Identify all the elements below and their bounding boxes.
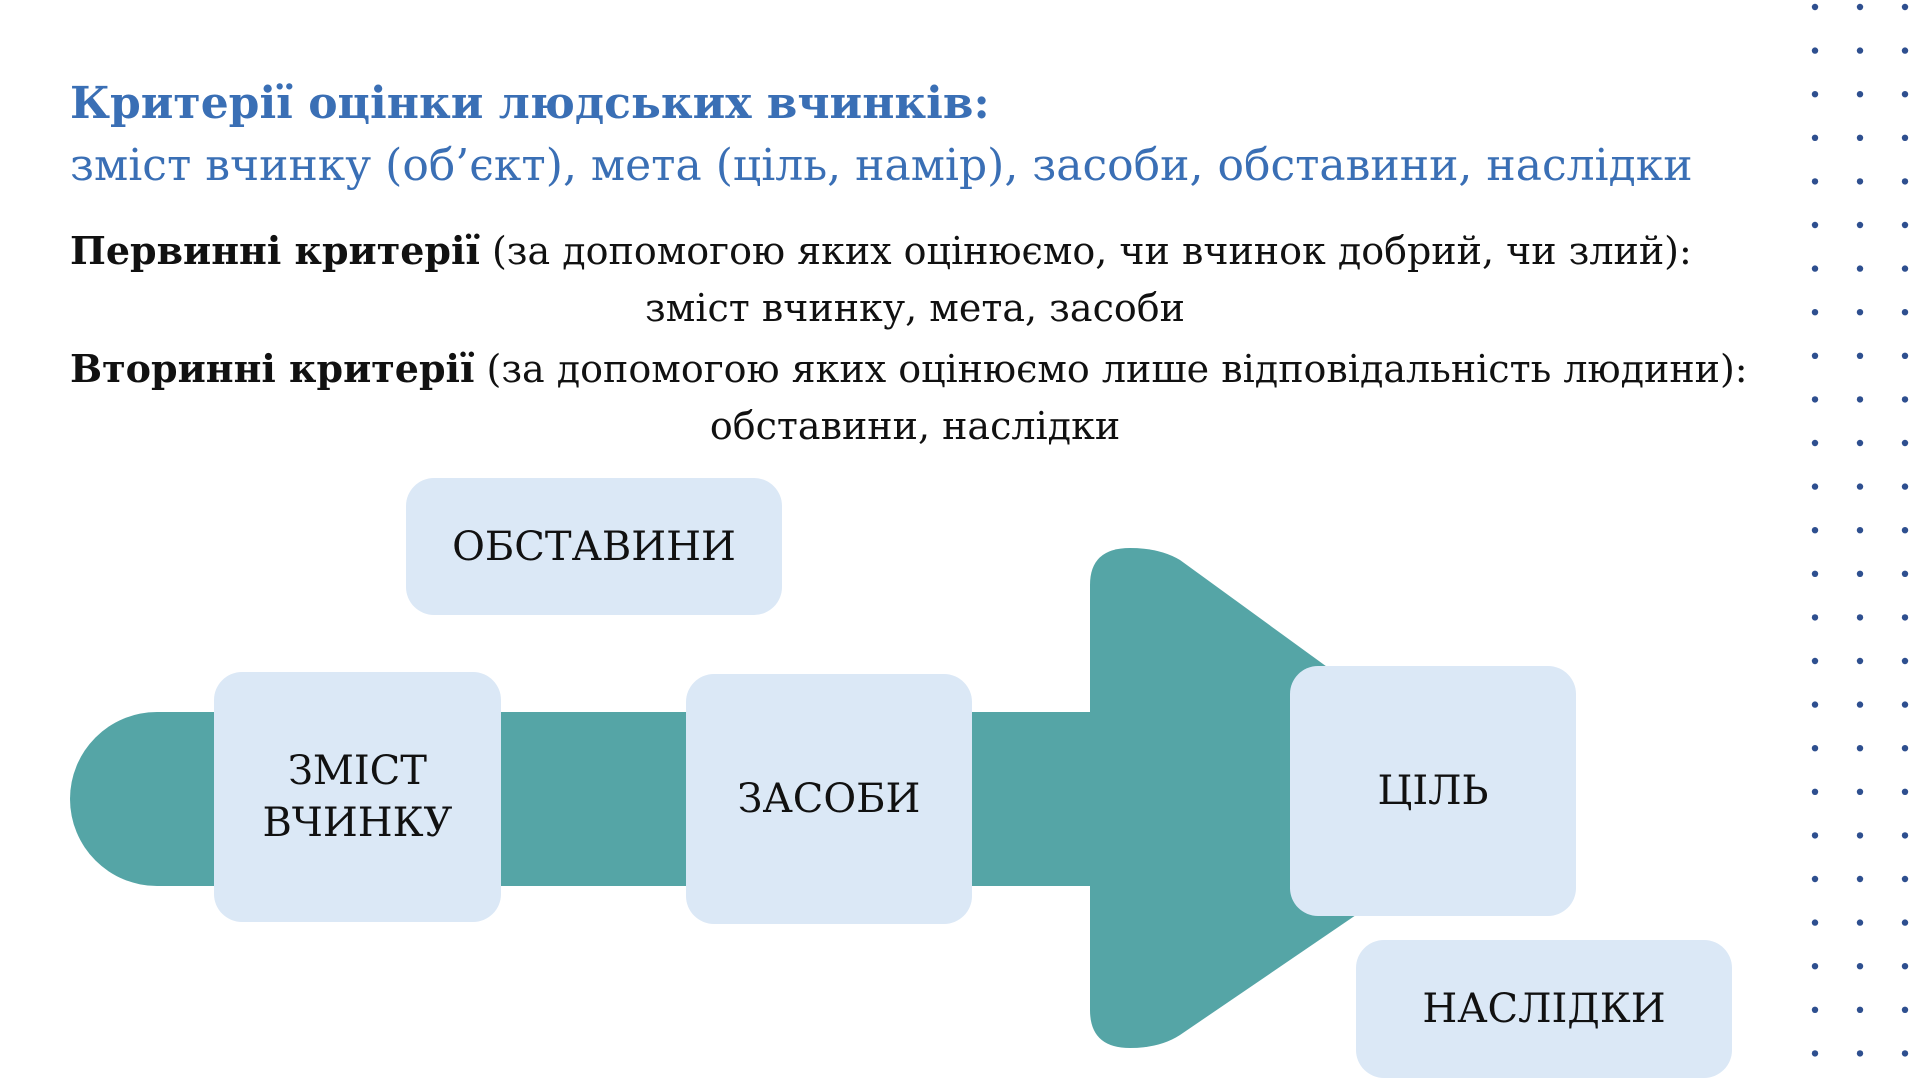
- decorative-dot: [1811, 657, 1819, 665]
- decorative-dot-grid: [1811, 3, 1909, 1057]
- decorative-dot: [1811, 309, 1819, 316]
- decorative-dot: [1811, 875, 1819, 883]
- decorative-dot: [1811, 91, 1819, 98]
- decorative-dot: [1811, 788, 1819, 795]
- decorative-dot: [1811, 439, 1819, 447]
- decorative-dot: [1901, 221, 1909, 229]
- decorative-dot: [1901, 352, 1909, 359]
- decorative-dot: [1901, 47, 1909, 54]
- decorative-dot: [1811, 527, 1819, 534]
- decorative-dot: [1811, 134, 1819, 141]
- decorative-dot: [1901, 396, 1909, 403]
- decorative-dot: [1811, 483, 1819, 490]
- decorative-dot: [1856, 439, 1864, 447]
- secondary-criteria-label: Вторинні критерії: [70, 346, 475, 391]
- decorative-dot: [1856, 1050, 1864, 1057]
- decorative-dot: [1856, 701, 1864, 708]
- box-circumstances: ОБСТАВИНИ: [406, 478, 782, 615]
- decorative-dot: [1901, 483, 1909, 490]
- decorative-dot: [1811, 570, 1819, 577]
- box-means-label: ЗАСОБИ: [737, 776, 921, 822]
- decorative-dot: [1901, 832, 1909, 839]
- decorative-dot: [1856, 1006, 1864, 1013]
- decorative-dot: [1856, 832, 1864, 839]
- secondary-criteria-desc: (за допомогою яких оцінюємо лише відпові…: [474, 347, 1748, 391]
- decorative-dot: [1856, 396, 1864, 403]
- primary-criteria-items: зміст вчинку, мета, засоби: [645, 286, 1185, 330]
- decorative-dot: [1811, 178, 1819, 185]
- decorative-dot: [1856, 309, 1864, 316]
- decorative-dot: [1856, 483, 1864, 490]
- decorative-dot: [1811, 614, 1819, 621]
- decorative-dot: [1901, 657, 1909, 665]
- box-act-content: ЗМІСТ ВЧИНКУ: [214, 672, 501, 922]
- decorative-dot: [1811, 396, 1819, 403]
- decorative-dot: [1811, 3, 1819, 11]
- box-goal: ЦІЛЬ: [1290, 666, 1576, 916]
- primary-criteria-label: Первинні критерії: [70, 228, 480, 273]
- decorative-dot: [1901, 919, 1909, 926]
- decorative-dot: [1856, 527, 1864, 534]
- decorative-dot: [1811, 1006, 1819, 1013]
- box-act-content-label: ЗМІСТ ВЧИНКУ: [262, 748, 453, 846]
- decorative-dot: [1901, 745, 1909, 752]
- decorative-dot: [1856, 919, 1864, 926]
- primary-criteria-desc: (за допомогою яких оцінюємо, чи вчинок д…: [479, 229, 1692, 273]
- decorative-dot: [1856, 745, 1864, 752]
- decorative-dot: [1811, 352, 1819, 359]
- decorative-dot: [1856, 265, 1864, 272]
- decorative-dot: [1901, 527, 1909, 534]
- box-goal-label: ЦІЛЬ: [1377, 768, 1489, 814]
- secondary-criteria-line: Вторинні критерії (за допомогою яких оці…: [70, 346, 1748, 391]
- decorative-dot: [1901, 134, 1909, 141]
- decorative-dot: [1856, 178, 1864, 185]
- decorative-dot: [1901, 265, 1909, 272]
- box-circumstances-label: ОБСТАВИНИ: [452, 523, 736, 570]
- box-means: ЗАСОБИ: [686, 674, 972, 924]
- secondary-criteria-items: обставини, наслідки: [709, 404, 1121, 448]
- decorative-dot: [1856, 3, 1864, 11]
- slide-subtitle: зміст вчинку (об’єкт), мета (ціль, намір…: [70, 140, 1693, 191]
- decorative-dot: [1856, 134, 1864, 141]
- decorative-dot: [1901, 701, 1909, 708]
- decorative-dot: [1856, 570, 1864, 577]
- decorative-dot: [1901, 963, 1909, 970]
- decorative-dot: [1901, 439, 1909, 447]
- decorative-dot: [1856, 352, 1864, 359]
- decorative-dot: [1901, 309, 1909, 316]
- decorative-dot: [1856, 875, 1864, 883]
- decorative-dot: [1901, 614, 1909, 621]
- box-consequences-label: НАСЛІДКИ: [1422, 986, 1666, 1032]
- decorative-dot: [1856, 963, 1864, 970]
- box-consequences: НАСЛІДКИ: [1356, 940, 1732, 1078]
- decorative-dot: [1856, 91, 1864, 98]
- decorative-dot: [1901, 875, 1909, 883]
- decorative-dot: [1811, 919, 1819, 926]
- decorative-dot: [1811, 963, 1819, 970]
- decorative-dot: [1901, 3, 1909, 11]
- decorative-dot: [1901, 178, 1909, 185]
- decorative-dot: [1856, 47, 1864, 54]
- decorative-dot: [1856, 657, 1864, 665]
- decorative-dot: [1901, 91, 1909, 98]
- decorative-dot: [1811, 701, 1819, 708]
- decorative-dot: [1901, 570, 1909, 577]
- primary-criteria-line: Первинні критерії (за допомогою яких оці…: [70, 228, 1692, 273]
- decorative-dot: [1856, 221, 1864, 229]
- decorative-dot: [1901, 1006, 1909, 1013]
- slide-title: Критерії оцінки людських вчинків:: [70, 78, 990, 129]
- decorative-dot: [1901, 788, 1909, 795]
- decorative-dot: [1811, 832, 1819, 839]
- decorative-dot: [1856, 614, 1864, 621]
- decorative-dot: [1811, 265, 1819, 272]
- decorative-dot: [1856, 788, 1864, 795]
- decorative-dot: [1811, 745, 1819, 752]
- decorative-dot: [1811, 47, 1819, 54]
- decorative-dot: [1811, 1050, 1819, 1057]
- decorative-dot: [1811, 221, 1819, 229]
- decorative-dot: [1901, 1050, 1909, 1057]
